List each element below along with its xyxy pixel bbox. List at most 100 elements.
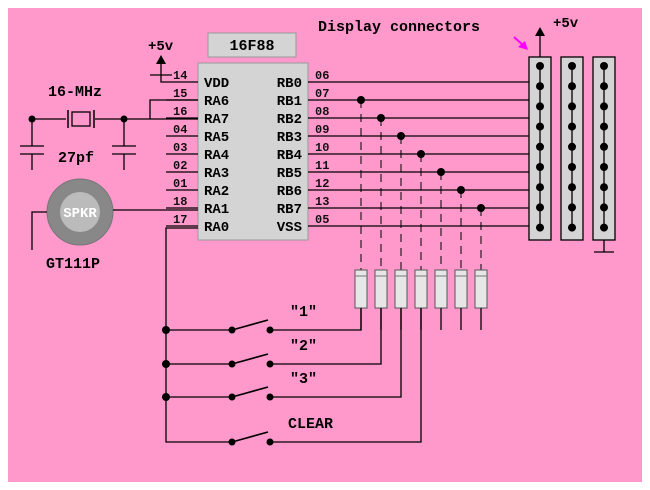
pin-number: 11: [315, 159, 329, 173]
capacitor-value-label: 27pf: [58, 150, 94, 167]
speaker-ground-wire: [31, 211, 47, 250]
switch-return-wire: [270, 308, 402, 398]
pin-label: RB2: [277, 112, 302, 128]
pin-number: 15: [173, 87, 187, 101]
speaker-cone: [60, 192, 100, 232]
switch-lever-icon: [231, 353, 269, 365]
chip-name: 16F88: [229, 38, 274, 55]
connector-pin: [536, 223, 544, 232]
connector-pin: [600, 82, 608, 91]
connector-pin: [536, 62, 544, 70]
pointer-arrow-icon: [518, 41, 528, 50]
pin-number: 05: [315, 213, 329, 227]
pin-label: RB6: [277, 184, 302, 200]
speaker-part-label: GT111P: [46, 256, 100, 273]
pin-label: RA2: [204, 184, 229, 200]
capacitor-right-icon: [112, 119, 136, 170]
switch-lever-icon: [231, 431, 269, 443]
pin-number: 18: [173, 195, 187, 209]
connector-pin: [600, 102, 608, 111]
connector-pin: [536, 82, 544, 91]
chip-name-box: [207, 32, 297, 58]
connector-pin: [536, 142, 544, 151]
pin-label: RA3: [204, 166, 229, 182]
connector-pin: [568, 122, 576, 131]
pin-label: RB0: [277, 76, 302, 92]
chip-body: [197, 62, 309, 241]
connector-pin: [600, 62, 608, 70]
pin-label: RB5: [277, 166, 302, 182]
pin-label: RA4: [204, 148, 229, 164]
switch-label: "2": [290, 338, 317, 355]
switch-return-wire: [270, 308, 382, 365]
pin-label: RA5: [204, 130, 229, 146]
pin-number: 14: [173, 69, 187, 83]
connector-pin: [568, 183, 576, 192]
pin-number: 04: [173, 123, 187, 137]
connector-pin: [568, 203, 576, 212]
chip-right-pins: 06RB007RB108RB209RB310RB411RB512RB613RB7…: [277, 69, 330, 236]
pin-number: 07: [315, 87, 329, 101]
switch-label: "3": [290, 371, 317, 388]
connector-pin: [568, 163, 576, 171]
pin-number: 06: [315, 69, 329, 83]
switch-group: "1" "2" "3" CLEAR: [162, 304, 422, 446]
pin-number: 09: [315, 123, 329, 137]
connector-pin: [536, 102, 544, 111]
crystal-wire-ra6: [149, 99, 198, 119]
connector-pin: [568, 102, 576, 111]
connector-pin: [600, 223, 608, 232]
ra0-switch-bus: [165, 227, 232, 443]
connector-pin: [600, 122, 608, 131]
switch-lever-icon: [231, 319, 269, 331]
connector-pin: [600, 203, 608, 212]
switch-label: "1": [290, 304, 317, 321]
pin-number: 12: [315, 177, 329, 191]
pin-number: 16: [173, 105, 187, 119]
connector-pin: [600, 142, 608, 151]
connector-pin: [568, 142, 576, 151]
capacitor-left-icon: [20, 119, 44, 170]
connector-pin: [536, 163, 544, 171]
junction-dot: [162, 326, 170, 334]
switch-return-wire: [270, 308, 422, 443]
pin-label: RA6: [204, 94, 229, 110]
pin-number: 10: [315, 141, 329, 155]
pin-number: 13: [315, 195, 329, 209]
switch-lever-icon: [231, 386, 269, 398]
pin-number: 03: [173, 141, 187, 155]
connector-pin: [568, 223, 576, 232]
pin-label: RB4: [277, 148, 302, 164]
speaker-label: SPKR: [63, 206, 97, 222]
connector-pin: [536, 183, 544, 192]
rb-bus-wires: [308, 81, 540, 270]
display-connectors: [528, 56, 616, 253]
pin-number: 08: [315, 105, 329, 119]
power-arrow-right-icon: [535, 27, 545, 36]
pin-label: RA1: [204, 202, 229, 218]
resistor-array: [354, 269, 488, 330]
switch-return-wire: [270, 308, 362, 331]
pin-number: 01: [173, 177, 187, 191]
connector-pin: [600, 163, 608, 171]
pin-label: VDD: [204, 76, 229, 92]
junction-dot: [162, 393, 170, 401]
power-label-right: +5v: [553, 16, 579, 32]
crystal-freq-label: 16-MHz: [48, 84, 102, 101]
power-label-left: +5v: [148, 39, 174, 55]
connector-pin: [600, 183, 608, 192]
pin-label: RB1: [277, 94, 302, 110]
connector-pin: [568, 62, 576, 70]
ground-symbol-icon: [594, 240, 614, 253]
pin-label: RB3: [277, 130, 302, 146]
pin-label: VSS: [277, 220, 302, 236]
pin-label: RA7: [204, 112, 229, 128]
junction-dot: [162, 360, 170, 368]
pin-number: 17: [173, 213, 187, 227]
power-arrow-left-icon: [156, 55, 166, 64]
switch-label: CLEAR: [288, 416, 333, 433]
connector-pin: [536, 122, 544, 131]
pin-label: RA0: [204, 220, 229, 236]
